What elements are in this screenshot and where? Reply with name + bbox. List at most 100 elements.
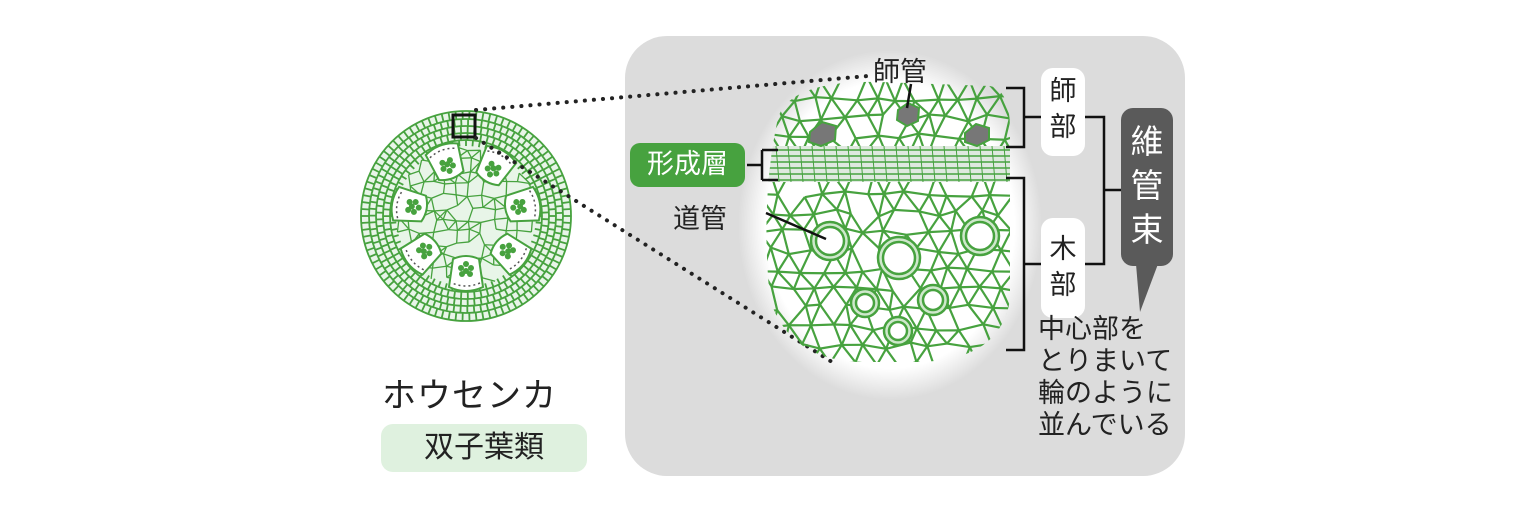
arrangement-note: 中心部を とりまいて 輪のように 並んでいる [1038,314,1173,442]
stem-ring-wall [548,202,555,203]
vascular-bundle [449,256,483,291]
tissue-cell-wall [815,97,831,98]
pith-cell-wall [445,183,456,184]
xylem-label-char: 木 [1041,232,1085,268]
tissue-cell-wall [834,287,857,288]
stem-ring-wall [454,298,455,305]
stem-ring-wall [555,199,562,200]
stem-ring-wall [384,229,391,230]
tissue-cell-wall [928,231,951,232]
cambium-label: 形成層 [630,143,745,187]
pith-cell-wall [455,183,456,195]
stem-ring-wall [555,226,562,227]
tissue-cell-wall [960,287,980,288]
stem-ring-wall [554,233,561,234]
stem-ring-wall [480,134,481,141]
vessel-lumen [923,290,943,310]
pith-cell-wall [506,182,507,196]
tissue-cell-wall [958,99,977,100]
stem-ring-wall [384,202,391,203]
pith-cell-wall [424,181,434,182]
plant-group-badge: 双子葉類 [381,424,587,472]
stem-ring-wall [455,313,456,321]
stem-ring-wall [535,229,541,230]
stem-ring-wall [563,222,571,223]
stem-ring-wall [481,120,482,127]
vascular-bundle-char: 管 [1121,164,1173,208]
vessel-lumen [883,242,915,274]
bundle-vessel [459,271,465,277]
vascular-bundle-label: 維 管 束 [1121,108,1173,266]
stem-ring-wall [377,226,384,227]
tissue-cell-wall [773,215,790,216]
note-line: 並んでいる [1038,410,1173,442]
vessel-lumen [816,227,844,255]
tissue-cell-wall [811,324,834,325]
plant-name: ホウセンカ [382,368,557,417]
vessel-lumen [856,294,874,312]
stem-ring-wall [390,222,396,223]
stem-ring-wall [480,305,481,312]
stem-ring-wall [472,140,473,146]
stem-ring-wall [474,292,475,299]
pith-cell-wall [457,230,458,243]
stem-ring-wall [377,206,384,207]
phloem-label-char: 師 [1041,74,1085,110]
stem-ring-wall [361,222,369,223]
tissue-cell-wall [778,272,800,273]
tissue-cell-wall [914,100,938,101]
vascular-bundle-char: 束 [1121,208,1173,252]
stem-ring-wall [541,225,548,226]
pith-cell-wall [495,210,496,220]
bundle-vessel [463,261,469,267]
note-line: とりまいて [1038,346,1173,378]
stem-ring-wall [362,202,370,203]
stem-ring-wall [476,313,477,321]
tissue-cell-wall [947,268,967,269]
note-line: 中心部を [1038,314,1173,346]
stem-ring-wall [361,209,369,210]
stem-ring-wall [370,202,377,203]
pith-cell-wall [437,219,443,220]
stem-ring-wall [562,202,570,203]
vessel-lumen [966,222,994,250]
stem-ring-wall [548,229,555,230]
tissue-cell-wall [868,115,883,116]
stem-ring-wall [480,127,481,134]
note-line: 輪のように [1038,378,1173,410]
tissue-cell-wall [806,305,820,306]
bundle-vessel [458,265,464,271]
xylem-label-char: 部 [1041,268,1085,304]
tissue-cell-wall [929,115,945,116]
vascular-bundle-char: 維 [1121,120,1173,164]
stem-ring-wall [479,141,480,147]
stem-ring-wall [541,205,548,206]
stem-ring-wall [383,223,390,224]
stem-cross-section [360,110,572,322]
stem-ring-wall [391,229,397,230]
stem-ring-wall [474,306,475,313]
phloem-label: 師 部 [1041,68,1085,156]
vessel-lumen [889,322,907,340]
tissue-cell-wall [947,196,972,197]
stem-ring-wall [474,299,475,306]
pith-cell-wall [448,230,457,231]
tissue-cell-wall [972,195,990,196]
tissue-cell-wall [894,210,919,212]
stem-ring-wall [536,222,542,223]
stem-ring-wall [480,298,481,305]
stem-ring-wall [370,229,377,230]
bundle-vessel [468,265,474,271]
tissue-cell-wall [929,195,946,196]
stem-ring-wall [383,209,390,210]
tissue-cell-wall [794,288,815,289]
stem-ring-wall [549,222,556,223]
tissue-cell-wall [790,214,814,215]
tissue-cell-wall [990,195,1013,196]
vessel-label: 道管 [673,197,727,236]
stem-ring-wall [556,206,563,207]
tissue-cell-wall [845,272,862,273]
xylem-label: 木 部 [1041,218,1085,318]
